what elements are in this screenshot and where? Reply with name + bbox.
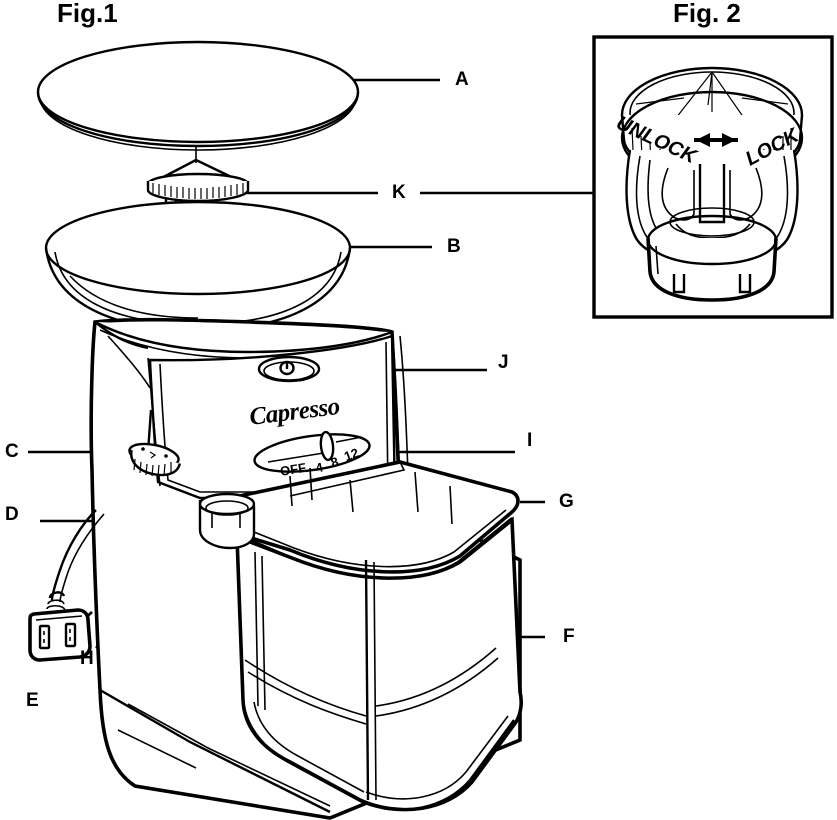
callout-f: F <box>563 626 575 647</box>
double-arrow-icon <box>694 133 738 147</box>
callout-c: C <box>5 441 19 462</box>
figure-2-inset <box>592 35 834 319</box>
callout-h: H <box>80 648 94 669</box>
callout-j: J <box>498 352 509 373</box>
callout-b: B <box>447 236 461 257</box>
power-button[interactable] <box>257 355 321 383</box>
part-power-cord <box>28 509 105 662</box>
part-grounds-container <box>235 516 523 812</box>
callout-d: D <box>5 504 19 525</box>
callout-a: A <box>455 69 469 90</box>
callout-k: K <box>392 182 406 203</box>
plug-body <box>28 608 92 662</box>
part-bean-hopper <box>44 200 352 332</box>
callout-g: G <box>559 491 574 512</box>
figure-1-title: Fig.1 <box>57 0 118 28</box>
fineness-adjust-knob[interactable] <box>127 409 182 479</box>
timer-dial[interactable] <box>252 428 372 478</box>
callout-e: E <box>26 690 39 711</box>
part-grind-outlet <box>198 492 256 550</box>
part-lid <box>36 40 360 151</box>
figure-2-title: Fig. 2 <box>673 0 741 28</box>
callout-i: I <box>527 430 533 451</box>
